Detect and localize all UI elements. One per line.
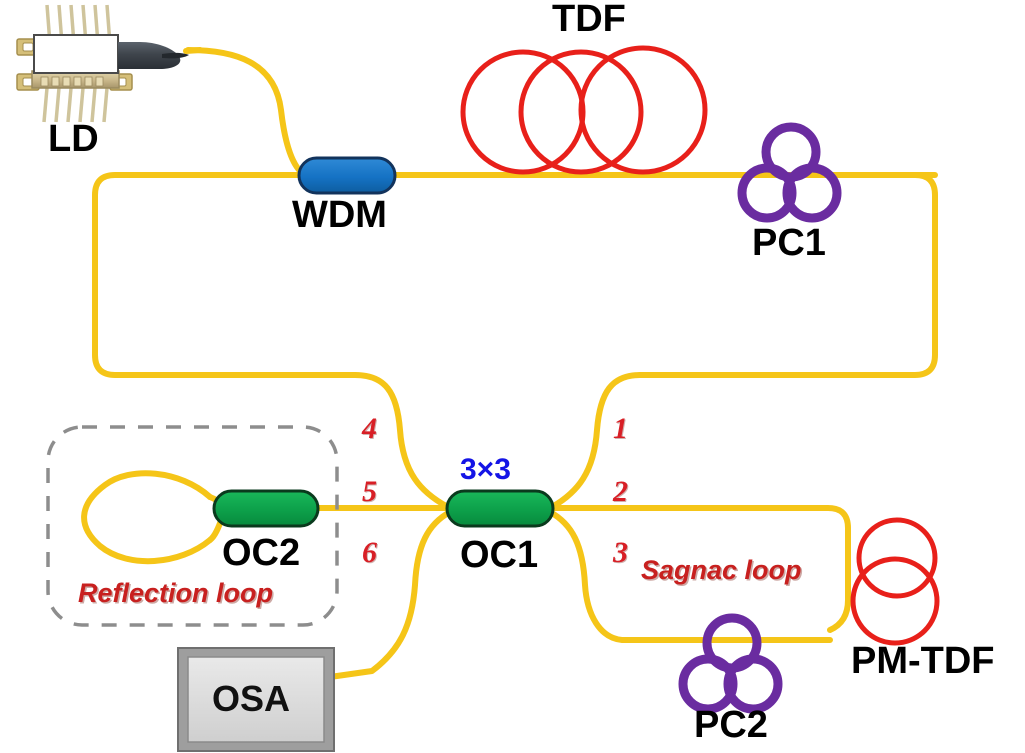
- port-label-6: 6: [362, 536, 377, 569]
- tdf-coil: [460, 45, 708, 175]
- pc1-label: PC1: [752, 222, 826, 264]
- port-label-4: 4: [362, 412, 377, 445]
- fiber-cavity-right: [637, 172, 938, 378]
- fiber-cavity-left: [92, 172, 358, 378]
- osa-box: [177, 647, 335, 752]
- oc1-label: OC1: [460, 534, 539, 576]
- polarization-controller-2-rings: [678, 613, 783, 714]
- reflection-loop-boundary: [46, 425, 339, 627]
- fiber-port-1: [549, 372, 643, 510]
- pm-tdf-coil: [850, 517, 940, 646]
- pm-tdf-turn-2: [850, 556, 940, 646]
- ld-label: LD: [48, 118, 99, 160]
- fiber-port-4: [352, 372, 451, 510]
- pc2-ring-right: [723, 654, 783, 714]
- laser-diode-package: [16, 4, 203, 123]
- port-label-1: 1: [613, 412, 628, 445]
- pc2-label: PC2: [694, 704, 768, 746]
- fiber-port-6: [327, 509, 453, 680]
- tdf-label: TDF: [552, 0, 626, 40]
- reflection-loop-label: Reflection loop: [78, 578, 273, 608]
- fiber-port-3: [547, 509, 833, 643]
- pm-tdf-turn-1: [856, 517, 938, 599]
- wdm-body: [297, 156, 397, 195]
- tdf-turn-2: [518, 49, 644, 175]
- pc1-ring-right: [782, 163, 842, 223]
- pc1-ring-left: [737, 163, 797, 223]
- fiber-reflection-loop: [81, 470, 213, 565]
- osa-label: OSA: [212, 678, 291, 719]
- fiber-ld-to-wdm: [185, 47, 308, 178]
- port-label-2: 2: [613, 475, 628, 508]
- fiber-port-2: [549, 505, 851, 633]
- sagnac-loop-label: Sagnac loop: [641, 555, 802, 585]
- oc1-body: [445, 489, 555, 528]
- oc1-ratio-label: 3×3: [460, 453, 511, 486]
- pc2-ring-left: [678, 654, 738, 714]
- port-label-3: 3: [613, 536, 628, 569]
- oc2-label: OC2: [222, 532, 301, 574]
- fiber-paths: [81, 47, 938, 680]
- pm-tdf-label: PM-TDF: [851, 640, 995, 682]
- tdf-turn-3: [578, 45, 708, 175]
- port-label-5: 5: [362, 475, 377, 508]
- wdm-label: WDM: [292, 194, 387, 236]
- oc2-body: [212, 489, 320, 528]
- polarization-controller-1-rings: [737, 122, 842, 223]
